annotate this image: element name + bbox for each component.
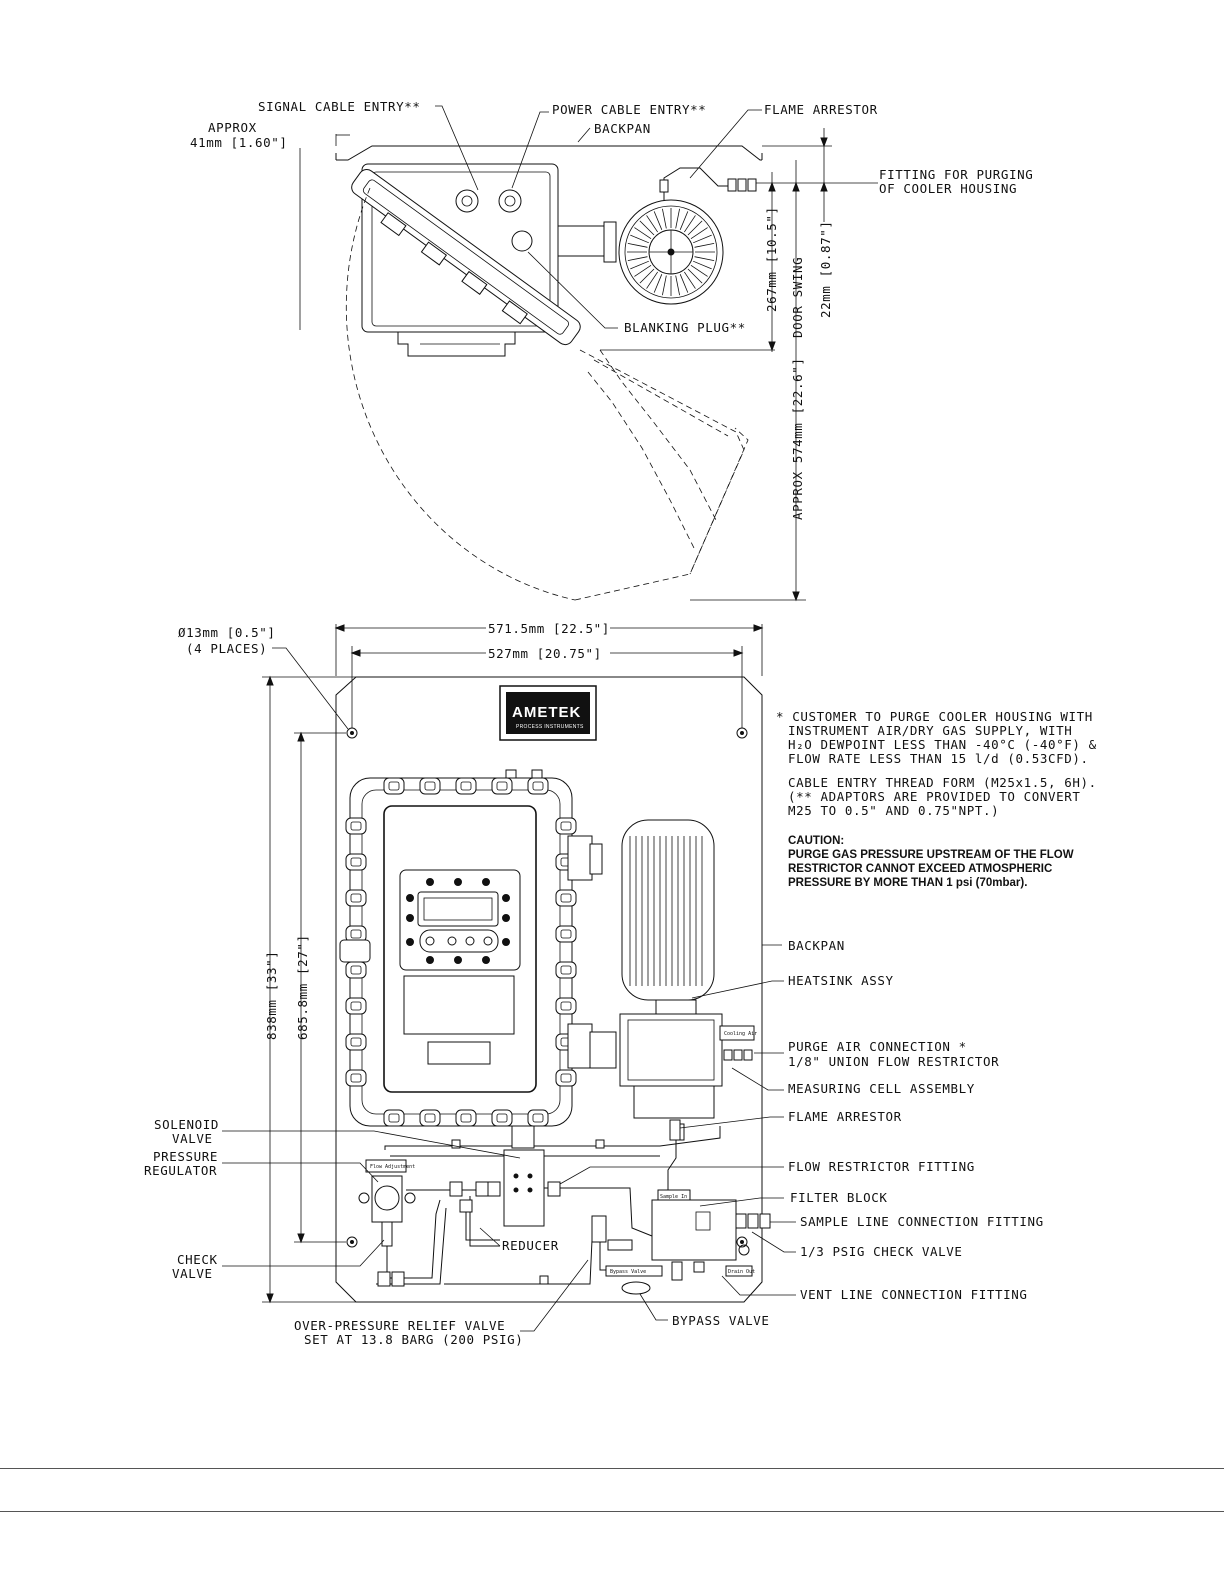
hole-count-label: (4 PLACES) <box>186 641 267 656</box>
svg-text:Flow Adjustment: Flow Adjustment <box>370 1164 415 1170</box>
fitting-label-1: FITTING FOR PURGING <box>879 167 1033 182</box>
caution-line3: RESTRICTOR CANNOT EXCEED ATMOSPHERIC <box>788 863 1052 875</box>
svg-text:Sample In: Sample In <box>660 1194 687 1200</box>
note2-line3: M25 TO 0.5" AND 0.75"NPT.) <box>788 803 999 818</box>
caution-line4: PRESSURE BY MORE THAN 1 psi (70mbar). <box>788 877 1027 889</box>
ametek-logo: AMETEK PROCESS INSTRUMENTS <box>499 685 597 741</box>
pressure-label-1: PRESSURE <box>153 1149 218 1164</box>
mounting-holes <box>346 727 748 1248</box>
overpressure-label-2: SET AT 13.8 BARG (200 PSIG) <box>304 1332 523 1347</box>
note2-line2: (** ADAPTORS ARE PROVIDED TO CONVERT <box>788 789 1081 804</box>
svg-text:Cooling Air: Cooling Air <box>724 1031 757 1037</box>
backpan-top-label: BACKPAN <box>594 121 651 136</box>
note1-line2: INSTRUMENT AIR/DRY GAS SUPPLY, WITH <box>788 723 1072 738</box>
bypass-valve-label: BYPASS VALVE <box>672 1313 770 1328</box>
dim-22-label: 22mm [0.87"] <box>818 220 833 318</box>
vent-line-label: VENT LINE CONNECTION FITTING <box>800 1287 1028 1302</box>
panel-screws <box>406 878 510 964</box>
height-inner-label: 685.8mm [27"] <box>295 934 310 1040</box>
purge-air-label-1: PURGE AIR CONNECTION * <box>788 1039 967 1054</box>
door-swing-label: DOOR SWING <box>790 257 805 338</box>
svg-text:Drain Out: Drain Out <box>728 1269 755 1275</box>
approx-label: APPROX <box>208 120 257 135</box>
heatsink-fins <box>627 208 715 296</box>
dim-267-label: 267mm [10.5"] <box>764 206 779 312</box>
hole-dim-label: Ø13mm [0.5"] <box>178 625 276 640</box>
svg-text:AMETEK: AMETEK <box>512 704 581 721</box>
overpressure-label-1: OVER-PRESSURE RELIEF VALVE <box>294 1318 505 1333</box>
height-outer-label: 838mm [33"] <box>264 951 279 1040</box>
sample-system: Flow Adjustment <box>358 1119 771 1295</box>
width-inner-label: 527mm [20.75"] <box>488 646 602 661</box>
analyzer-enclosure <box>339 769 617 1127</box>
heatsink-label: HEATSINK ASSY <box>788 973 894 988</box>
purge-air-label-2: 1/8" UNION FLOW RESTRICTOR <box>788 1054 999 1069</box>
backpan-front-label: BACKPAN <box>788 938 845 953</box>
signal-cable-entry-label: SIGNAL CABLE ENTRY** <box>258 99 421 114</box>
note1-line4: FLOW RATE LESS THAN 15 l/d (0.53CFD). <box>788 751 1089 766</box>
pressure-label-2: REGULATOR <box>144 1163 217 1178</box>
check-label-1: CHECK <box>177 1252 218 1267</box>
approx-dim-label: 41mm [1.60"] <box>190 135 288 150</box>
footer-rule-top <box>0 1468 1224 1469</box>
svg-text:Bypass Valve: Bypass Valve <box>610 1269 646 1275</box>
flame-arrestor-top-label: FLAME ARRESTOR <box>764 102 878 117</box>
width-outer-label: 571.5mm [22.5"] <box>488 621 610 636</box>
heatsink-assy: Cooling Air <box>619 819 757 1119</box>
front-view: AMETEK PROCESS INSTRUMENTS <box>144 621 1097 1347</box>
check-valve-13-label: 1/3 PSIG CHECK VALVE <box>800 1244 963 1259</box>
svg-text:PROCESS INSTRUMENTS: PROCESS INSTRUMENTS <box>516 724 584 730</box>
reducer-label: REDUCER <box>502 1238 559 1253</box>
top-view: SIGNAL CABLE ENTRY** POWER CABLE ENTRY**… <box>190 99 1033 602</box>
sample-line-label: SAMPLE LINE CONNECTION FITTING <box>800 1214 1044 1229</box>
note1-line3: H₂O DEWPOINT LESS THAN -40°C (-40°F) & <box>788 737 1097 752</box>
blanking-plug-label: BLANKING PLUG** <box>624 320 746 335</box>
dim-574-label: APPROX 574mm [22.6"] <box>790 357 805 520</box>
filter-block-label: FILTER BLOCK <box>790 1190 888 1205</box>
footer-rule-bottom <box>0 1511 1224 1512</box>
fitting-label-2: OF COOLER HOUSING <box>879 181 1017 196</box>
caution-title: CAUTION: <box>788 835 844 847</box>
power-cable-entry-label: POWER CABLE ENTRY** <box>552 102 706 117</box>
note2-line1: CABLE ENTRY THREAD FORM (M25x1.5, 6H). <box>788 775 1097 790</box>
caution-line2: PURGE GAS PRESSURE UPSTREAM OF THE FLOW <box>788 849 1074 861</box>
flame-arrestor-front-label: FLAME ARRESTOR <box>788 1109 902 1124</box>
solenoid-label-2: VALVE <box>172 1131 213 1146</box>
note1-line1: * CUSTOMER TO PURGE COOLER HOUSING WITH <box>776 709 1093 724</box>
flow-restrictor-label: FLOW RESTRICTOR FITTING <box>788 1159 975 1174</box>
check-label-2: VALVE <box>172 1266 213 1281</box>
measuring-cell-label: MEASURING CELL ASSEMBLY <box>788 1081 975 1096</box>
solenoid-label-1: SOLENOID <box>154 1117 219 1132</box>
